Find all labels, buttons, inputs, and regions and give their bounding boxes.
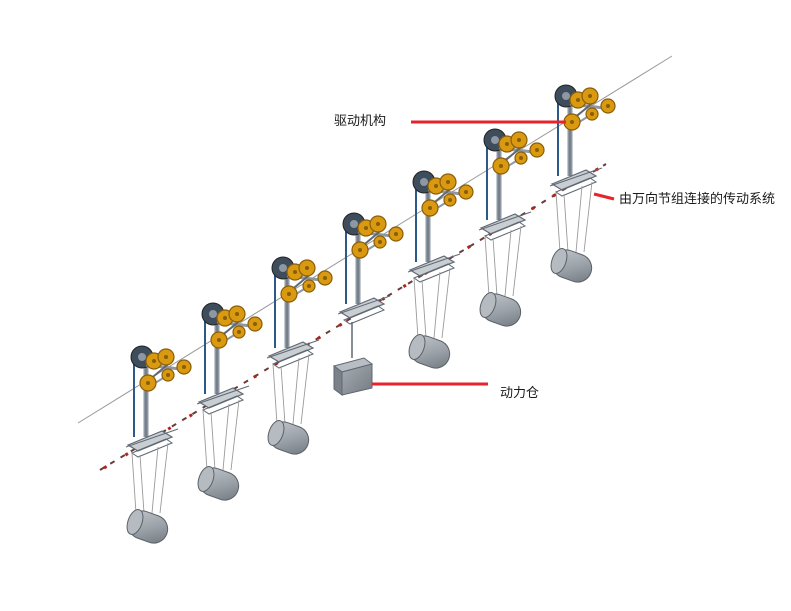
hanging-weight-icon: [550, 248, 593, 283]
hanging-weight-icon: [479, 292, 522, 327]
robot-unit-icon: [407, 170, 474, 369]
transmission-label: 由万向节组连接的传动系统: [619, 192, 776, 207]
robot-unit-icon: [549, 84, 616, 283]
power-cabin-box-icon: [332, 322, 374, 396]
hanging-weight-icon: [126, 509, 169, 544]
transmission-pointer: [593, 192, 615, 201]
robot-unit-icon: [337, 212, 404, 325]
robot-unit-icon: [478, 128, 545, 327]
power-cabin-label: 动力仓: [500, 386, 540, 401]
hanging-weight-icon: [197, 466, 240, 501]
robot-unit-icon: [196, 302, 263, 501]
drive-mechanism-label: 驱动机构: [334, 114, 387, 129]
hanging-weight-icon: [408, 334, 451, 369]
robot-units: [125, 84, 616, 544]
robot-unit-icon: [266, 256, 333, 455]
robot-unit-icon: [125, 345, 192, 544]
hanging-weight-icon: [267, 420, 310, 455]
